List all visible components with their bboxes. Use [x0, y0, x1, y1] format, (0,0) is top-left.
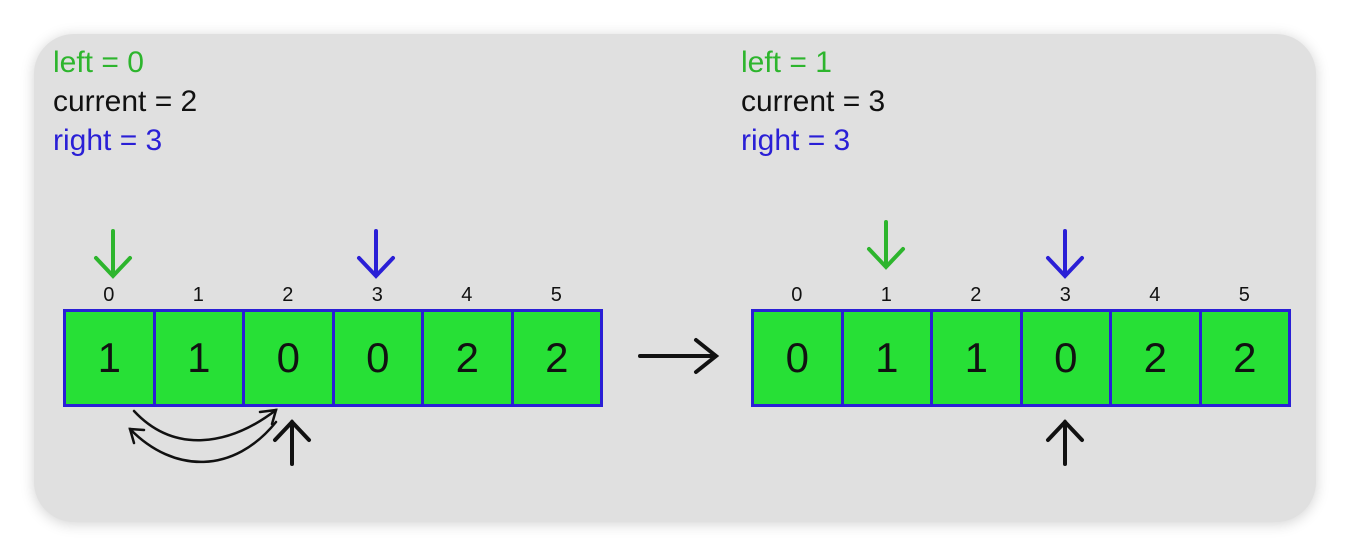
before-variables: left = 0 current = 2 right = 3 [53, 43, 197, 160]
index-label: 0 [103, 284, 115, 306]
right-arrow-icon [638, 338, 720, 374]
index-label: 5 [1238, 284, 1250, 306]
after-right-var: right = 3 [741, 124, 851, 157]
array-cell: 2 [424, 312, 514, 404]
current-pointer-up-arrow-icon [1046, 419, 1084, 466]
array-cell: 0 [335, 312, 424, 404]
index-label: 3 [1059, 284, 1071, 306]
array-cell: 2 [1233, 334, 1257, 381]
index-label: 5 [550, 284, 562, 306]
swap-arrows-icon [128, 408, 278, 464]
left-pointer-down-arrow-icon [94, 229, 132, 279]
index-label: 1 [880, 284, 892, 306]
array-cell: 1 [844, 312, 933, 404]
after-variables: left = 1 current = 3 right = 3 [741, 43, 885, 160]
index-label: 4 [1149, 284, 1161, 306]
array-cell: 1 [66, 312, 156, 404]
index-label: 0 [791, 284, 803, 306]
before-state-panel: left = 0 current = 2 right = 3 0 1 2 3 4… [34, 34, 603, 522]
after-current-var: current = 3 [741, 85, 886, 118]
index-label: 1 [192, 284, 204, 306]
after-index-labels: 0 1 2 3 4 5 [752, 284, 1292, 308]
array-cell: 0 [1023, 312, 1112, 404]
array-cell: 1 [933, 312, 1023, 404]
current-pointer-up-arrow-icon [273, 419, 311, 466]
before-index-labels: 0 1 2 3 4 5 [64, 284, 604, 308]
after-state-panel: left = 1 current = 3 right = 3 0 1 2 3 4… [722, 34, 1291, 522]
array-cell: 0 [245, 312, 335, 404]
right-pointer-down-arrow-icon [1046, 229, 1084, 279]
index-label: 4 [461, 284, 473, 306]
right-pointer-down-arrow-icon [357, 229, 395, 279]
before-right-var: right = 3 [53, 124, 163, 157]
array-cell: 0 [754, 312, 844, 404]
before-pointer-layer [94, 229, 395, 466]
index-label: 2 [970, 284, 982, 306]
before-left-var: left = 0 [53, 46, 144, 79]
after-pointer-layer [867, 220, 1084, 466]
array-cell: 2 [1112, 312, 1202, 404]
index-label: 2 [282, 284, 294, 306]
after-array: 0 1 1 0 2 2 [751, 309, 1291, 407]
diagram-card [34, 34, 1316, 522]
after-left-var: left = 1 [741, 46, 832, 79]
before-array: 1 1 0 0 2 2 [63, 309, 603, 407]
array-cell: 1 [156, 312, 245, 404]
left-pointer-down-arrow-icon [867, 220, 905, 270]
index-label: 3 [371, 284, 383, 306]
array-cell: 2 [545, 334, 569, 381]
before-current-var: current = 2 [53, 85, 198, 118]
